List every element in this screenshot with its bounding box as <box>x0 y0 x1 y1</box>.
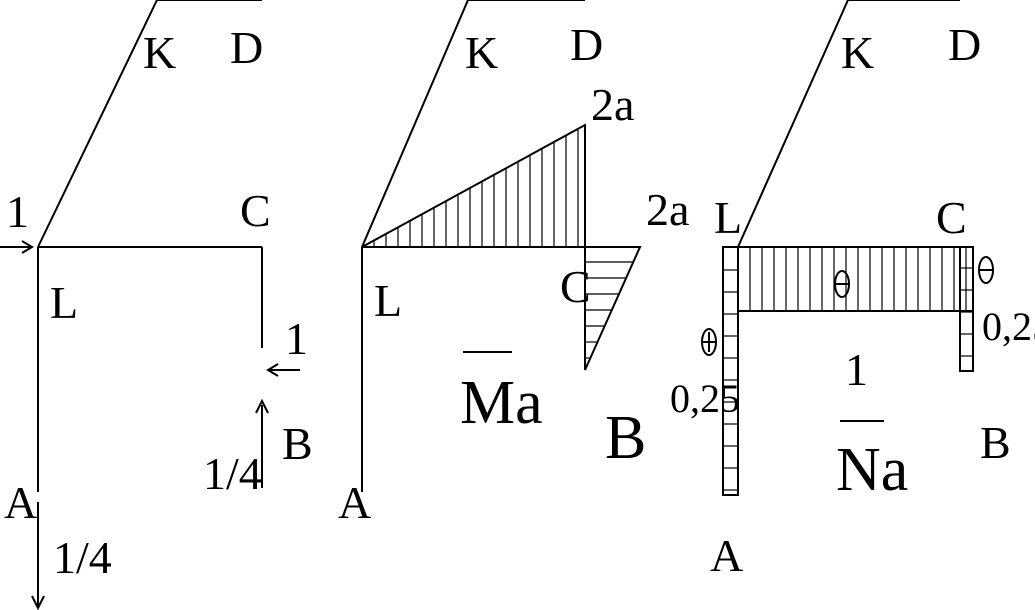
normal-force-value-right: 0,25 <box>982 304 1035 349</box>
force-arrow-B-horizontal <box>266 363 300 377</box>
moment-diagram-Ma: K D 2a 2a C L B A Ma <box>338 0 689 528</box>
normal-force-value-left: 0,25 <box>670 376 740 421</box>
moment-area-C-B <box>584 246 642 371</box>
moment-hatching-C-B <box>585 261 634 359</box>
force-label-L: 1 <box>6 186 29 237</box>
force-arrow-L <box>0 240 34 254</box>
member-K-L <box>37 0 158 248</box>
member-K-L <box>737 0 849 248</box>
node-label-A: A <box>338 477 371 528</box>
node-label-K: K <box>841 27 874 78</box>
member-K-L <box>361 0 469 248</box>
force-arrow-B-vertical <box>255 398 269 488</box>
node-label-L: L <box>714 192 742 243</box>
node-label-C: C <box>240 185 271 236</box>
moment-value-right: 2a <box>646 184 689 235</box>
diagram-title-Ma: Ma <box>460 369 543 437</box>
normal-force-band-C-B <box>959 246 974 372</box>
node-label-K: K <box>465 27 498 78</box>
normal-force-band-L-C <box>737 246 974 312</box>
node-label-D: D <box>948 19 981 70</box>
node-label-B: B <box>980 417 1011 468</box>
node-label-B: B <box>282 418 313 469</box>
sign-minus-right <box>978 256 994 284</box>
node-label-K: K <box>143 27 176 78</box>
node-label-C: C <box>560 261 591 312</box>
normal-force-value-middle: 1 <box>845 344 868 395</box>
normal-force-band-L-A <box>722 246 739 496</box>
normal-force-hatching-C-B <box>960 267 973 357</box>
force-label-B-vertical: 1/4 <box>203 448 262 499</box>
node-label-A: A <box>710 530 743 581</box>
node-label-L: L <box>50 277 78 328</box>
force-arrow-A-vertical <box>31 502 45 610</box>
node-label-L: L <box>374 275 402 326</box>
normal-force-diagram-Na: K D L C 0,25 0,25 1 B Na A <box>670 0 1035 581</box>
node-label-D: D <box>570 19 603 70</box>
frame-scheme-loads: K D C L B A 1 1 1/4 1/4 <box>0 0 313 610</box>
force-label-B-horizontal: 1 <box>285 313 308 364</box>
sign-minus-middle <box>834 270 850 298</box>
node-label-C: C <box>936 192 967 243</box>
diagram-title-Na: Na <box>836 436 908 504</box>
node-label-D: D <box>230 22 263 73</box>
moment-value-top: 2a <box>591 79 634 130</box>
sign-plus-left <box>701 328 717 356</box>
normal-force-hatching-L-A <box>723 269 738 491</box>
node-label-B: B <box>605 404 646 472</box>
force-label-A-vertical: 1/4 <box>53 532 112 583</box>
node-label-A: A <box>4 477 37 528</box>
moment-area-L-C <box>361 123 586 248</box>
moment-hatching-L-C <box>373 128 579 247</box>
normal-force-hatching-L-C <box>749 247 967 311</box>
